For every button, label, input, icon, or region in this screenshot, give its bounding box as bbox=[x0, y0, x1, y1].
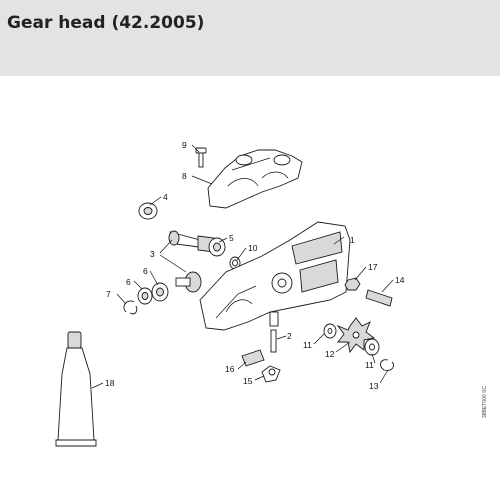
callout-12: 12 bbox=[325, 349, 335, 359]
callout-11a: 11 bbox=[303, 340, 312, 350]
callout-4: 4 bbox=[163, 192, 168, 202]
part-15-oiler bbox=[261, 365, 281, 383]
callout-18: 18 bbox=[105, 378, 115, 388]
part-12-sprocket bbox=[336, 317, 376, 354]
callout-1: 1 bbox=[350, 235, 355, 245]
part-16-screw bbox=[241, 349, 265, 367]
callout-15: 15 bbox=[243, 376, 253, 386]
callout-17: 17 bbox=[368, 262, 378, 272]
part-1-gear-housing bbox=[199, 221, 351, 331]
leader-lines bbox=[91, 144, 394, 389]
part-3-bevel-gear bbox=[175, 271, 202, 293]
callout-14: 14 bbox=[395, 275, 405, 285]
callout-11b: 11 bbox=[365, 360, 374, 370]
callout-6b: 6 bbox=[126, 277, 131, 287]
callout-5: 5 bbox=[229, 233, 234, 243]
part-14-stud bbox=[365, 289, 393, 307]
exploded-parts-diagram: 1 2 3 4 5 6 6 7 8 9 10 11 11 12 13 14 15… bbox=[55, 140, 405, 447]
part-17-nut bbox=[344, 277, 361, 291]
callout-13: 13 bbox=[369, 381, 379, 391]
part-6-bearing-a bbox=[137, 287, 153, 305]
part-4-bearing bbox=[138, 202, 158, 220]
drawing-code: 38BET000 SC bbox=[482, 386, 488, 418]
page-title: Gear head (42.2005) bbox=[7, 13, 205, 33]
part-6-bearing-b bbox=[151, 282, 169, 302]
part-13-e-clip bbox=[380, 359, 395, 371]
part-5-bearing bbox=[208, 237, 226, 257]
part-8-cover bbox=[207, 149, 303, 209]
header-bar: Gear head (42.2005) bbox=[0, 0, 500, 76]
part-18-grease-tube bbox=[55, 331, 97, 447]
callout-7: 7 bbox=[106, 289, 111, 299]
callout-6a: 6 bbox=[143, 266, 148, 276]
callout-8: 8 bbox=[182, 171, 187, 181]
part-11-washer-b bbox=[364, 338, 380, 356]
callout-9: 9 bbox=[182, 140, 187, 150]
callout-3: 3 bbox=[150, 249, 155, 259]
part-11-washer-a bbox=[323, 323, 337, 339]
callout-16: 16 bbox=[225, 364, 235, 374]
part-2-pin bbox=[270, 329, 277, 353]
callout-10: 10 bbox=[248, 243, 258, 253]
part-3-bevel-gear-shaft bbox=[168, 230, 215, 253]
callout-2: 2 bbox=[287, 331, 292, 341]
part-7-circlip bbox=[123, 300, 138, 315]
